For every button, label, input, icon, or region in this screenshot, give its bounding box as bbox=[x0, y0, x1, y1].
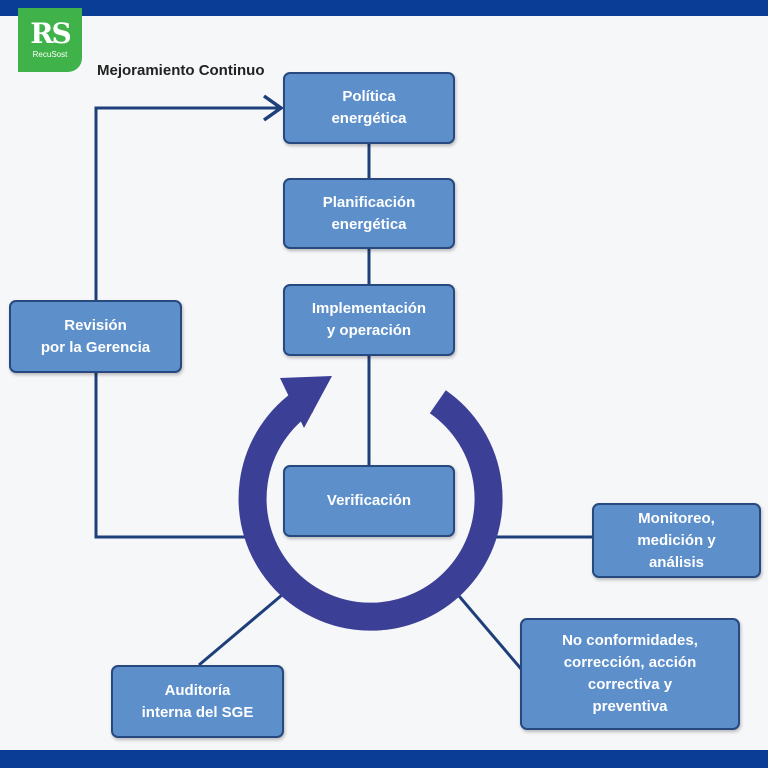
box-text: energética bbox=[331, 215, 407, 233]
box-text: Planificación bbox=[322, 193, 416, 211]
connector-no-conformidades bbox=[457, 595, 524, 671]
box-text: medición y bbox=[637, 531, 716, 549]
box-text: Verificación bbox=[326, 492, 412, 509]
box-monitoreo-medicion-analisis: Monitoreo, medición y análisis bbox=[592, 503, 761, 578]
box-text: Auditoría bbox=[164, 681, 231, 699]
box-politica-energetica: Política energética bbox=[283, 72, 455, 144]
box-text: y operación bbox=[326, 322, 412, 339]
box-revision-gerencia: Revisión por la Gerencia bbox=[9, 300, 182, 373]
loop-arrowhead bbox=[262, 94, 285, 122]
cycle-arrowhead bbox=[280, 376, 332, 428]
box-text: Monitoreo, bbox=[638, 509, 715, 527]
cycle-label-line-2: Continuo bbox=[198, 62, 265, 79]
logo-name: RecuSost bbox=[32, 50, 68, 59]
box-planificacion-energetica: Planificación energética bbox=[283, 178, 455, 249]
box-text: Revisión bbox=[64, 316, 127, 334]
box-text: No conformidades, bbox=[562, 632, 698, 649]
box-auditoria-interna: Auditoría interna del SGE bbox=[111, 665, 284, 738]
box-no-conformidades: No conformidades, corrección, acción cor… bbox=[520, 618, 740, 730]
box-implementacion-operacion: Implementación y operación bbox=[283, 284, 455, 356]
cycle-arrow bbox=[238, 388, 503, 631]
box-text: Política bbox=[342, 88, 396, 105]
logo-mark: RS bbox=[30, 17, 71, 50]
box-text: preventiva bbox=[592, 698, 668, 715]
box-text: Implementación bbox=[311, 300, 427, 317]
box-text: correctiva y bbox=[587, 676, 673, 693]
connector-auditoria bbox=[198, 593, 283, 667]
box-text: energética bbox=[331, 110, 407, 127]
box-text: por la Gerencia bbox=[40, 338, 151, 356]
top-band bbox=[0, 0, 768, 16]
box-text: análisis bbox=[648, 553, 705, 571]
cycle-label-line-1: Mejoramiento bbox=[97, 62, 195, 79]
box-text: interna del SGE bbox=[141, 703, 254, 721]
bottom-band bbox=[0, 750, 768, 768]
box-text: corrección, acción bbox=[563, 654, 697, 671]
recusost-logo: RS RecuSost bbox=[18, 8, 82, 72]
cycle-label: Mejoramiento Continuo bbox=[97, 60, 265, 82]
box-verificacion: Verificación bbox=[283, 465, 455, 537]
